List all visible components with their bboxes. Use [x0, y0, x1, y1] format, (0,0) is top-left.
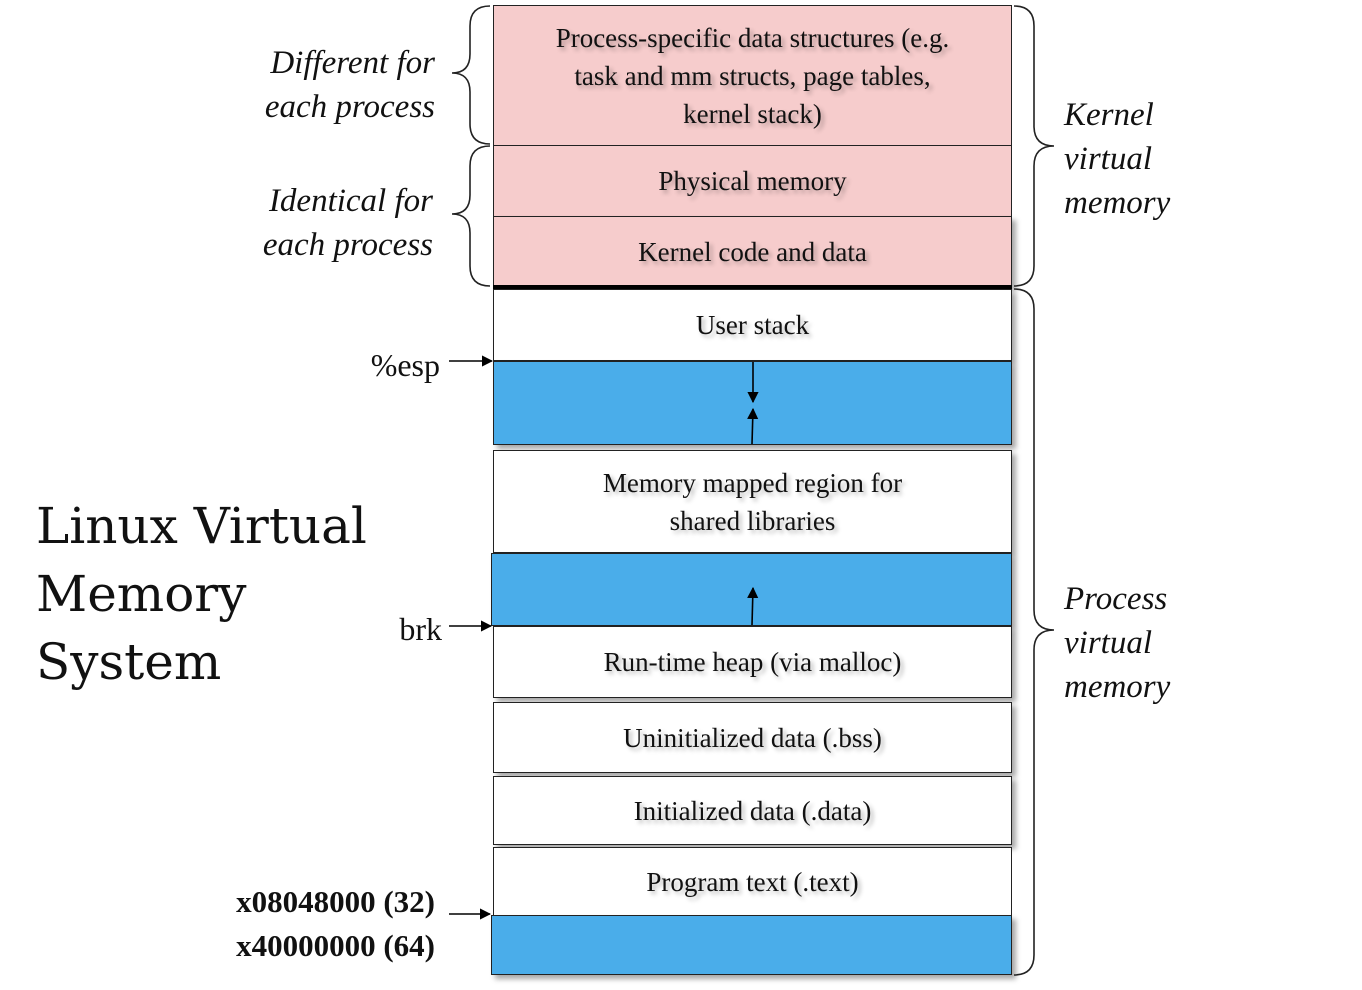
- brace-kernel-right: [1013, 5, 1055, 287]
- segment-text: Program text (.text): [493, 847, 1012, 916]
- segment-bss: Uninitialized data (.bss): [493, 702, 1012, 773]
- segment-user-stack: User stack: [493, 289, 1012, 361]
- label-different-for-each-process: Different for each process: [230, 41, 435, 129]
- label-identical-text: Identical for each process: [262, 183, 433, 263]
- label-process-vm-text: Process virtual memory: [1064, 581, 1171, 705]
- segment-data-label: Initialized data (.data): [633, 795, 872, 826]
- arrow-mmap-grows-up: [747, 407, 759, 445]
- label-process-virtual-memory: Process virtual memory: [1064, 577, 1214, 709]
- arrow-heap-grows-up: [747, 586, 759, 626]
- label-brk: brk: [399, 611, 442, 647]
- label-kernel-virtual-memory: Kernel virtual memory: [1064, 93, 1214, 225]
- label-different-text: Different for each process: [264, 45, 435, 125]
- brace-different-left: [451, 5, 491, 145]
- segment-mmap-region: Memory mapped region for shared librarie…: [493, 450, 1012, 553]
- label-esp: %esp: [370, 347, 440, 383]
- segment-kernel-code-label: Kernel code and data: [638, 236, 867, 267]
- segment-physical-memory-label: Physical memory: [658, 166, 847, 196]
- label-address-32: x08048000 (32): [236, 884, 435, 919]
- segment-heap-label: Run-time heap (via malloc): [603, 647, 902, 677]
- kernel-user-boundary: [493, 285, 1012, 289]
- segment-process-specific-label: Process-specific data structures (e.g. t…: [555, 22, 950, 129]
- segment-data: Initialized data (.data): [493, 776, 1012, 845]
- brace-identical-left: [451, 145, 491, 287]
- label-address-64: x40000000 (64): [236, 928, 435, 963]
- segment-reserved-bottom: [491, 915, 1012, 975]
- diagram-title: Linux Virtual Memory System: [36, 492, 367, 696]
- segment-user-stack-label: User stack: [695, 310, 810, 340]
- segment-process-specific: Process-specific data structures (e.g. t…: [493, 5, 1012, 146]
- segment-text-label: Program text (.text): [646, 866, 859, 897]
- label-identical-for-each-process: Identical for each process: [225, 179, 433, 267]
- segment-heap: Run-time heap (via malloc): [493, 626, 1012, 698]
- segment-mmap-region-label: Memory mapped region for shared librarie…: [602, 467, 903, 536]
- segment-bss-label: Uninitialized data (.bss): [623, 722, 882, 753]
- title-line-2: Memory: [36, 565, 247, 623]
- title-line-3: System: [36, 633, 222, 691]
- label-kernel-vm-text: Kernel virtual memory: [1064, 97, 1171, 221]
- title-line-1: Linux Virtual: [36, 497, 367, 555]
- brace-process-right: [1013, 288, 1055, 976]
